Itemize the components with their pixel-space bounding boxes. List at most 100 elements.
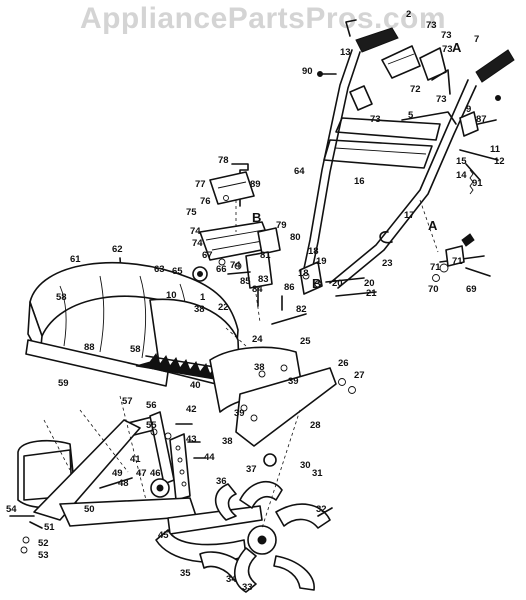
callout-12: 12 [494,156,505,167]
callout-14: 14 [456,170,467,181]
engine-mount-brackets [116,163,307,325]
callout-55: 55 [146,420,157,431]
tine-shield [25,262,356,447]
callout-22: 22 [218,302,229,313]
callout-77: 77 [195,179,206,190]
callout-59: 59 [58,378,69,389]
callout-33: 33 [242,582,253,593]
callout-41: 41 [130,454,141,465]
callout-1: 1 [200,292,206,303]
callout-5: 5 [408,110,414,121]
callout-31: 31 [312,468,323,479]
reference-letter-a: A [428,218,438,233]
callout-13: 13 [340,47,351,58]
callout-71: 71 [452,256,463,267]
callout-36: 36 [216,476,227,487]
callout-63: 63 [154,264,165,275]
callout-73: 73 [370,114,381,125]
callout-61: 61 [70,254,81,265]
leader-lines [43,199,439,529]
transmission-housing [9,419,197,554]
tine-assembly [155,453,333,593]
callout-25: 25 [300,336,311,347]
callout-23: 23 [382,258,393,269]
callout-9: 9 [466,104,471,115]
callout-90: 90 [302,66,313,77]
callout-49: 49 [112,468,123,479]
reference-letter-b: B [252,210,261,225]
detail-a-lever [432,233,491,282]
callout-34: 34 [226,574,237,585]
callout-48: 48 [118,478,129,489]
callout-66: 66 [216,264,227,275]
callout-35: 35 [180,568,191,579]
callout-16: 16 [354,176,365,187]
callout-74: 74 [190,226,201,237]
part-callouts: 2 73 73 73 A 7 13 90 72 73 9 5 73 87 11 … [6,9,505,593]
callout-65: 65 [172,266,183,277]
callout-27: 27 [354,370,365,381]
reference-letter-b: B [312,276,321,291]
callout-30: 30 [300,460,311,471]
callout-40: 40 [190,380,201,391]
callout-42: 42 [186,404,197,415]
callout-44: 44 [204,452,215,463]
callout-70: 70 [428,284,439,295]
callout-17: 17 [404,210,415,221]
callout-84: 84 [252,284,263,295]
callout-80: 80 [290,232,301,243]
callout-15: 15 [456,156,467,167]
callout-78: 78 [218,155,229,166]
callout-43: 43 [186,434,197,445]
callout-73: 73 [442,44,453,55]
callout-58: 58 [56,292,67,303]
callout-39: 39 [234,408,245,419]
callout-53: 53 [38,550,49,561]
callout-71: 71 [430,262,441,273]
callout-39: 39 [288,376,299,387]
callout-64: 64 [294,166,305,177]
callout-88: 88 [84,342,95,353]
callout-72: 72 [410,84,421,95]
callout-91: 91 [472,178,483,189]
callout-81: 81 [260,250,271,261]
handlebar-assembly [299,19,515,297]
callout-52: 52 [38,538,49,549]
callout-73: 73 [426,20,437,31]
callout-18: 18 [298,268,309,279]
callout-87: 87 [476,114,487,125]
callout-58: 58 [130,344,141,355]
callout-54: 54 [6,504,17,515]
callout-47: 47 [136,468,147,479]
callout-75: 75 [186,207,197,218]
callout-37: 37 [246,464,257,475]
callout-10: 10 [166,290,177,301]
callout-2: 2 [406,9,411,20]
callout-21: 21 [366,288,377,299]
callout-28: 28 [310,420,321,431]
callout-83: 83 [258,274,269,285]
callout-26: 26 [338,358,349,369]
callout-38: 38 [194,304,205,315]
left-grip [355,27,399,53]
callout-46: 46 [150,468,161,479]
callout-79: 79 [276,220,287,231]
callout-85: 85 [240,276,251,287]
callout-38: 38 [254,362,265,373]
reference-letter-a: A [452,40,462,55]
callout-19: 19 [316,256,327,267]
callout-57: 57 [122,396,133,407]
callout-76: 76 [200,196,211,207]
callout-62: 62 [112,244,123,255]
callout-32: 32 [316,504,327,515]
callout-51: 51 [44,522,55,533]
callout-86: 86 [284,282,295,293]
callout-45: 45 [158,530,169,541]
callout-74: 74 [192,238,203,249]
callout-67: 67 [202,250,213,261]
callout-73: 73 [441,30,452,41]
callout-38: 38 [222,436,233,447]
callout-24: 24 [252,334,263,345]
